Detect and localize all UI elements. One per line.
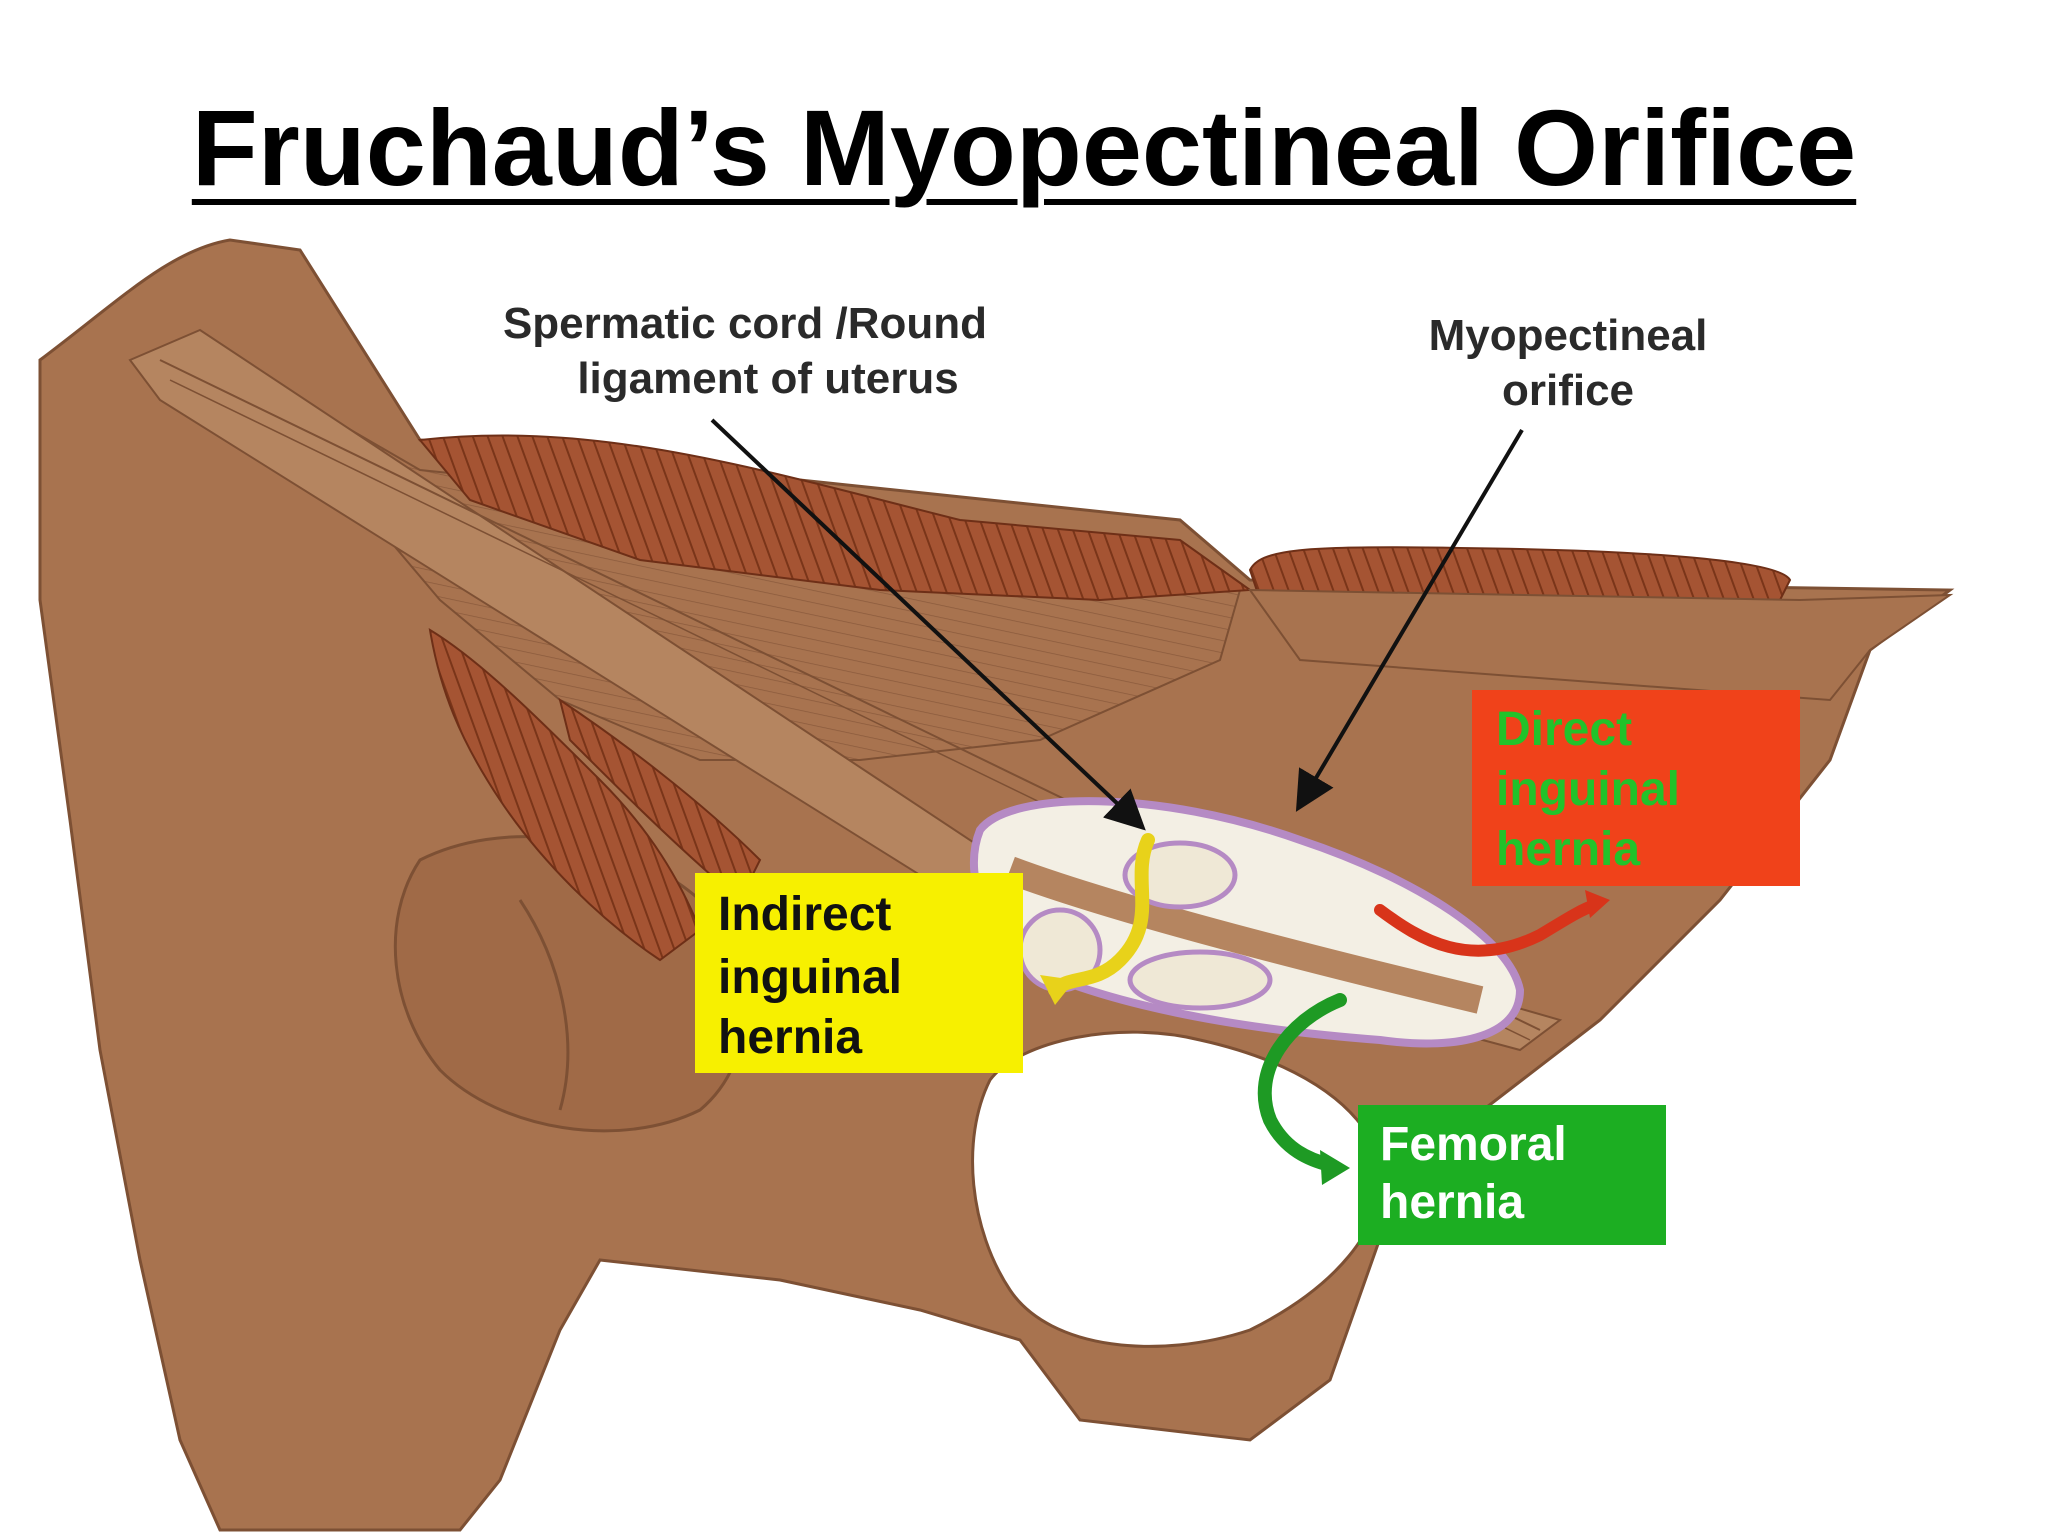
direct-label-line1: Direct: [1496, 703, 1632, 756]
left-muscle: [428, 628, 702, 962]
direct-label-line2: inguinal: [1496, 763, 1680, 816]
spermatic-cord-label-line1: Spermatic cord /Round: [503, 299, 987, 348]
indirect-label-line3: hernia: [718, 1011, 862, 1064]
mpo-pointer: [1295, 428, 1524, 812]
mpo-label-line2: orifice: [1502, 366, 1634, 415]
mpo-label-line1: Myopectineal: [1429, 311, 1708, 360]
upper-muscle: [418, 434, 1253, 602]
obturator-foramen: [971, 1030, 1383, 1348]
slide-title: Fruchaud’s Myopectineal Orifice: [191, 87, 1857, 208]
direct-label-line3: hernia: [1496, 823, 1640, 876]
femoral-label-line1: Femoral: [1380, 1118, 1567, 1171]
direct-hernia-box: [1472, 690, 1800, 886]
femoral-hernia-box: [1358, 1105, 1666, 1245]
indirect-label-line1: Indirect: [718, 888, 891, 941]
indirect-hernia-box: [695, 873, 1023, 1073]
direct-hernia-arrow: [1374, 899, 1601, 957]
spermatic-cord-label-line2: ligament of uterus: [577, 354, 958, 403]
spermatic-cord-pointer: [710, 418, 1146, 831]
indirect-label-line2: inguinal: [718, 951, 902, 1004]
rectus-muscle: [1248, 546, 1792, 601]
femoral-label-line2: hernia: [1380, 1176, 1524, 1229]
femoral-hernia-arrow: [1257, 993, 1347, 1172]
inguinal-ligament: [128, 328, 1563, 1052]
